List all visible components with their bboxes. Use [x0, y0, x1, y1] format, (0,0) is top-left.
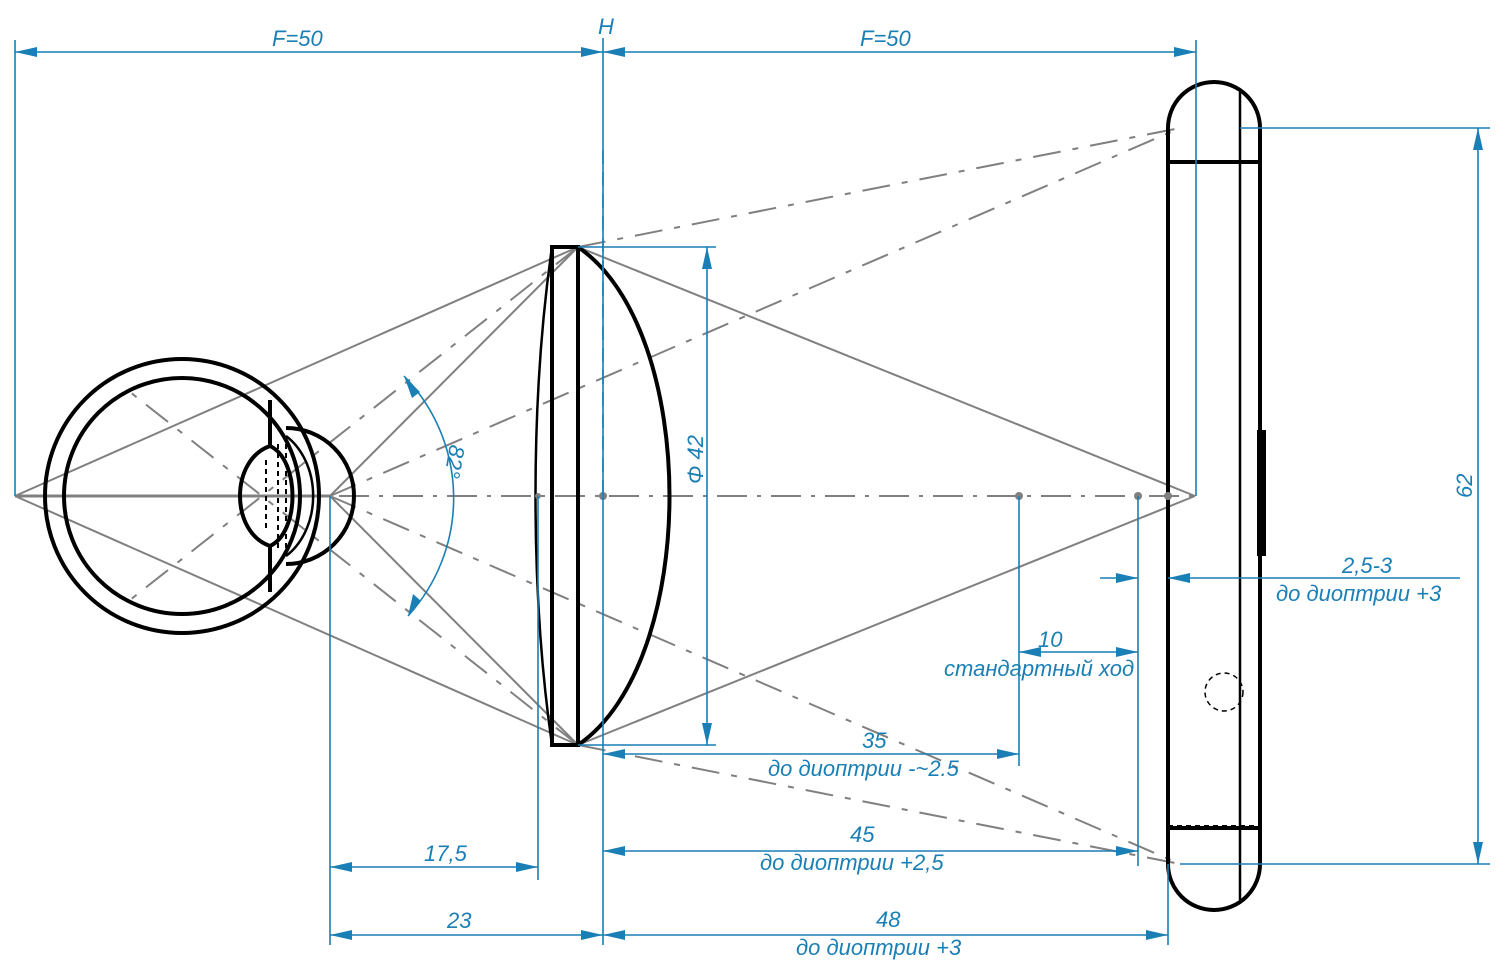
label-35-note: до диоптрии -~2.5 [768, 756, 960, 781]
label-screen-gap-note: до диоптрии +3 [1276, 581, 1442, 606]
label-45-note: до диоптрии +2,5 [760, 850, 944, 875]
camera-hole-icon [1204, 672, 1244, 712]
crystalline-lens [238, 443, 295, 549]
label-17-5: 17,5 [424, 841, 468, 866]
label-screen-gap-value: 2,5-3 [1341, 553, 1393, 578]
lens-flat-plate [550, 245, 580, 747]
label-focal-left: F=50 [272, 26, 324, 51]
label-travel-note: стандартный ход [944, 656, 1134, 681]
label-45-value: 45 [850, 822, 875, 847]
phone-screen [1166, 80, 1266, 912]
ray-lines [14, 127, 1196, 865]
side-button [1257, 430, 1266, 556]
phone-body [1166, 80, 1262, 912]
label-travel-value: 10 [1038, 627, 1063, 652]
label-angle: 82° [439, 443, 469, 480]
label-H: H [598, 14, 614, 39]
label-48-value: 48 [876, 907, 901, 932]
label-35-value: 35 [862, 728, 887, 753]
eye-inner [62, 376, 302, 616]
dim-angle-arc [403, 375, 455, 617]
label-23: 23 [446, 908, 472, 933]
cornea-inner [285, 435, 315, 557]
lens-curve-front [576, 245, 672, 747]
cornea [285, 426, 356, 566]
eye-outer [43, 357, 321, 635]
label-diameter: Φ 42 [683, 435, 708, 484]
eye [43, 357, 356, 635]
label-height: 62 [1452, 474, 1477, 498]
label-48-note: до диоптрии +3 [796, 935, 962, 960]
label-focal-right: F=50 [860, 26, 912, 51]
